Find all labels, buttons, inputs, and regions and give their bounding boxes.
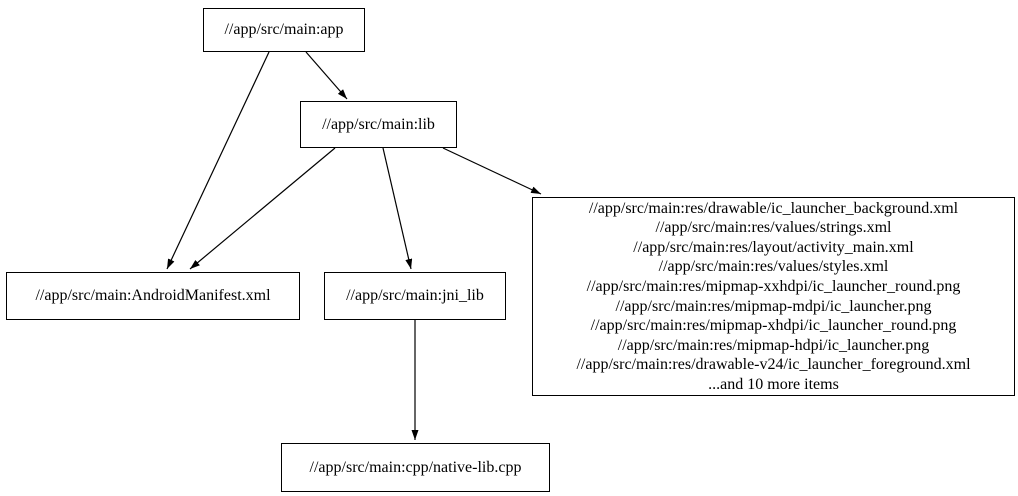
res-group-line: //app/src/main:res/drawable/ic_launcher_… [588, 199, 959, 217]
node-lib-label: //app/src/main:lib [322, 115, 435, 133]
edge-lib-to-jni-lib [382, 147, 413, 270]
node-native-lib-cpp: //app/src/main:cpp/native-lib.cpp [281, 443, 550, 492]
node-jni-lib: //app/src/main:jni_lib [324, 272, 506, 320]
edge-app-to-android-manifest [166, 51, 270, 270]
node-native-lib-cpp-label: //app/src/main:cpp/native-lib.cpp [309, 458, 522, 476]
res-group-line: //app/src/main:res/layout/activity_main.… [633, 238, 914, 256]
res-group-line: //app/src/main:res/values/strings.xml [655, 219, 892, 237]
res-group-line: //app/src/main:res/values/styles.xml [658, 258, 889, 276]
res-group-line: //app/src/main:res/drawable-v24/ic_launc… [576, 356, 971, 374]
res-group-line: //app/src/main:res/mipmap-xhdpi/ic_launc… [590, 317, 957, 335]
res-group-line: //app/src/main:res/mipmap-xxhdpi/ic_laun… [586, 277, 961, 295]
edge-app-to-lib [305, 51, 348, 100]
node-android-manifest: //app/src/main:AndroidManifest.xml [6, 272, 300, 320]
res-group-line: //app/src/main:res/mipmap-hdpi/ic_launch… [617, 336, 930, 354]
node-lib: //app/src/main:lib [300, 101, 457, 148]
edge-lib-to-res-group [442, 147, 542, 195]
edge-lib-to-android-manifest [189, 147, 336, 270]
node-res-group: //app/src/main:res/drawable/ic_launcher_… [532, 197, 1015, 396]
node-jni-lib-label: //app/src/main:jni_lib [346, 287, 484, 304]
node-app: //app/src/main:app [203, 8, 365, 52]
res-group-line: //app/src/main:res/mipmap-mdpi/ic_launch… [615, 297, 932, 315]
node-app-label: //app/src/main:app [224, 21, 344, 38]
res-group-more-items-label: ...and 10 more items [708, 375, 839, 393]
node-android-manifest-label: //app/src/main:AndroidManifest.xml [35, 287, 271, 304]
